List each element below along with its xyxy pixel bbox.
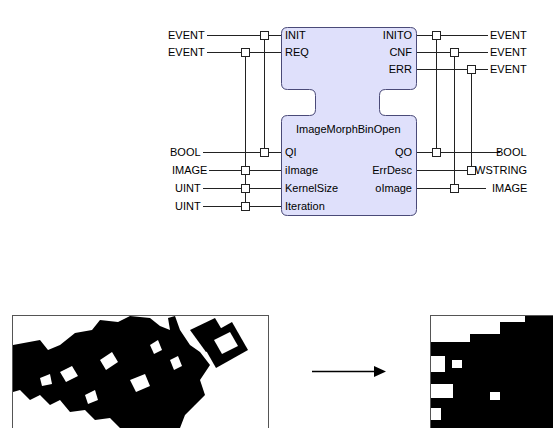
- data-type: EVENT: [168, 45, 205, 59]
- data-type: IMAGE: [492, 181, 527, 195]
- data-type: BOOL: [170, 145, 201, 159]
- data-type: EVENT: [490, 62, 527, 76]
- data-type: EVENT: [490, 28, 527, 42]
- block-name: ImageMorphBinOpen: [296, 122, 401, 136]
- arrow: [312, 366, 386, 377]
- port-name: QI: [285, 145, 297, 159]
- port-name: Iteration: [285, 199, 325, 213]
- port-name: ErrDesc: [372, 163, 412, 177]
- data-type: UINT: [175, 181, 201, 195]
- data-type: IMAGE: [172, 163, 207, 177]
- port-name: iImage: [285, 163, 318, 177]
- port-name: INIT: [285, 28, 306, 42]
- port-name: ERR: [389, 62, 412, 76]
- port-name: QO: [395, 145, 412, 159]
- output-image: [431, 316, 553, 428]
- data-type: BOOL: [496, 145, 527, 159]
- input-image: [13, 316, 269, 428]
- data-type: UINT: [175, 199, 201, 213]
- function-block: INIT REQ INITO CNF ERR ImageMorphBinOpenQI iIm…: [281, 27, 416, 215]
- data-type: EVENT: [168, 28, 205, 42]
- port-name: CNF: [389, 45, 412, 59]
- port-name: INITO: [383, 28, 412, 42]
- port-name: REQ: [285, 45, 309, 59]
- port-name: oImage: [375, 181, 412, 195]
- data-type: EVENT: [490, 45, 527, 59]
- port-name: KernelSize: [285, 181, 338, 195]
- data-type: WSTRING: [475, 163, 527, 177]
